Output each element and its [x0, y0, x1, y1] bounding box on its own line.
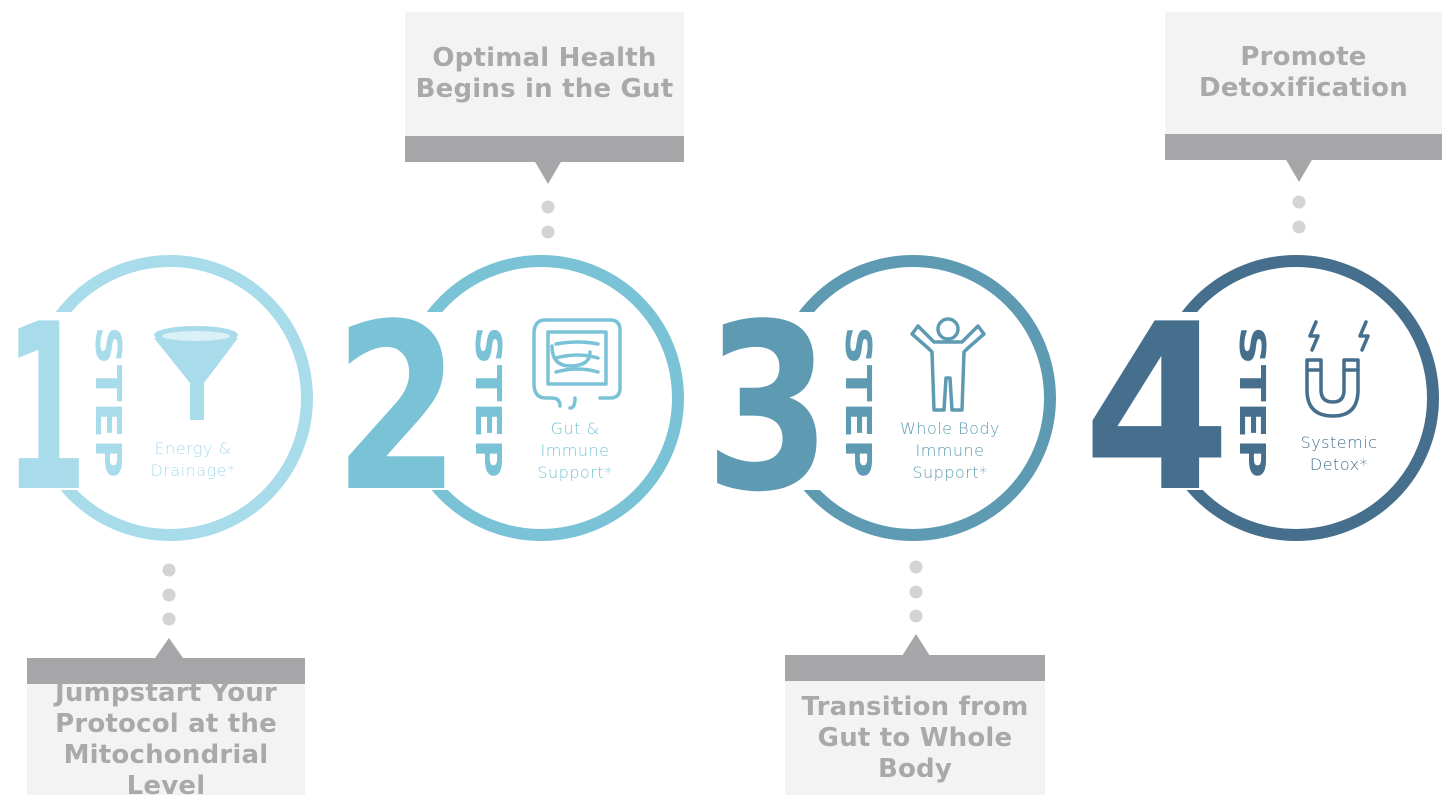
person-arms-raised-icon: [910, 317, 986, 412]
step-3-callout-text: Transition from Gut to Whole Body: [801, 691, 1029, 784]
step-4-label: Systemic Detox*: [1300, 433, 1378, 474]
step-3-label: Whole Body Immune Support*: [899, 419, 1000, 482]
magnet-icon: [1305, 320, 1370, 418]
step-1-number: 1: [5, 276, 87, 543]
callout-pointer: [155, 638, 183, 658]
step-3-callout: Transition from Gut to Whole Body: [785, 634, 1045, 795]
connector-dots-step-4: [1292, 195, 1306, 234]
connector-dots-step-3: [909, 560, 923, 623]
step-2-word: STEP: [467, 326, 508, 478]
step-2-label: Gut & Immune Support*: [537, 419, 613, 482]
step-4-callout-text: Promote Detoxification: [1199, 42, 1408, 103]
step-1-word: STEP: [87, 326, 128, 478]
step-4-callout: Promote Detoxification: [1165, 12, 1442, 184]
callout-pointer: [534, 160, 562, 184]
step-3-number: 3: [705, 276, 831, 543]
step-4-ring: [1080, 255, 1439, 541]
step-3-ring: [704, 255, 1056, 541]
step-1-ring: [6, 255, 313, 541]
funnel-icon: [154, 326, 238, 420]
step-1-label: Energy & Drainage*: [150, 439, 236, 480]
step-2-ring: [334, 255, 684, 541]
step-3-word: STEP: [837, 326, 878, 478]
connector-dots-step-2: [541, 200, 555, 239]
callout-pointer: [902, 634, 930, 656]
step-2-callout: Optimal Health Begins in the Gut: [405, 12, 684, 186]
step-2-callout-text: Optimal Health Begins in the Gut: [415, 43, 674, 104]
step-1-callout: Jumpstart Your Protocol at the Mitochond…: [27, 638, 305, 801]
step-4-number: 4: [1083, 276, 1231, 543]
intestine-icon: [532, 318, 622, 410]
connector-dots-step-1: [162, 563, 176, 626]
step-2-number: 2: [334, 276, 460, 543]
callout-pointer: [1285, 158, 1313, 182]
step-4-word: STEP: [1231, 326, 1272, 478]
step-1-callout-text: Jumpstart Your Protocol at the Mitochond…: [54, 677, 278, 801]
